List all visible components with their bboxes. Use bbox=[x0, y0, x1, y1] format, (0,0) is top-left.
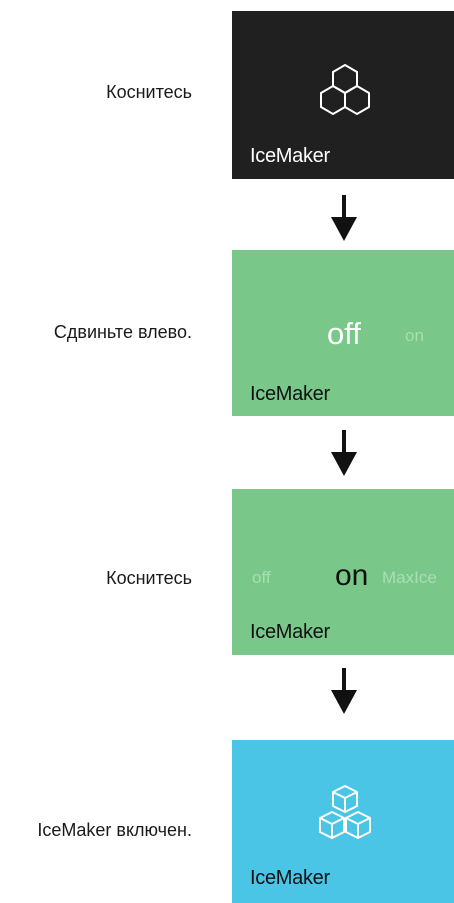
down-arrow-icon bbox=[331, 668, 357, 714]
ice-cubes-icon bbox=[319, 785, 371, 839]
panel-title: IceMaker bbox=[250, 145, 330, 167]
option-on-selected[interactable]: on bbox=[335, 559, 369, 592]
panel-title: IceMaker bbox=[250, 383, 330, 405]
step-3-label: Коснитесь bbox=[106, 568, 192, 588]
step-2-label: Сдвиньте влево. bbox=[53, 322, 192, 342]
down-arrow-icon bbox=[331, 195, 357, 241]
option-off-selected[interactable]: off bbox=[327, 316, 361, 351]
down-arrow-icon bbox=[331, 430, 357, 476]
option-on[interactable]: on bbox=[405, 326, 424, 345]
icemaker-hex-icon bbox=[320, 63, 370, 116]
option-maxice[interactable]: MaxIce bbox=[382, 568, 437, 587]
step-4-label: IceMaker включен. bbox=[37, 820, 192, 840]
icemaker-panel-active[interactable]: IceMaker bbox=[232, 740, 454, 903]
panel-title: IceMaker bbox=[250, 621, 330, 643]
icemaker-panel-off[interactable]: off on IceMaker bbox=[232, 250, 454, 416]
icemaker-panel-on-select[interactable]: off on MaxIce IceMaker bbox=[232, 489, 454, 655]
step-1-label: Коснитесь bbox=[106, 82, 192, 102]
icemaker-panel-inactive[interactable]: IceMaker bbox=[232, 11, 454, 179]
panel-title: IceMaker bbox=[250, 867, 330, 889]
option-off[interactable]: off bbox=[252, 568, 271, 587]
